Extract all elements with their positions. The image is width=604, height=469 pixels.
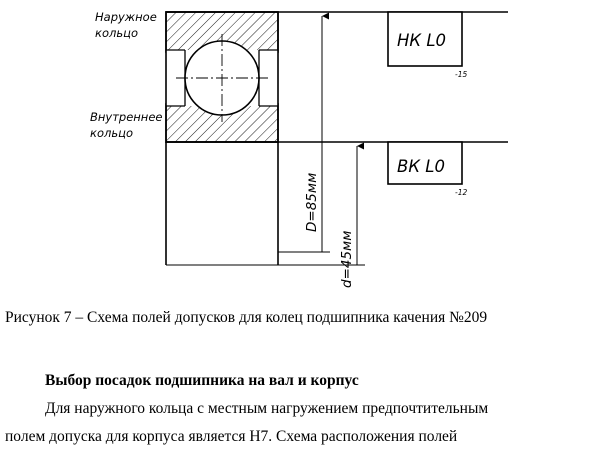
inner-ring-label-line2: кольцо [90,126,133,140]
inner-tolerance-field-label: ВК L0 [397,157,445,176]
bearing-tolerance-drawing: Наружное кольцо Внутреннее кольцо НК L0 … [90,10,508,288]
outer-ring-label-line2: кольцо [95,26,138,40]
section-heading: Выбор посадок подшипника на вал и корпус [45,372,359,389]
outer-diameter-label: D=85мм [304,173,320,232]
outer-deviation-label: -15 [455,70,467,79]
figure-caption: Рисунок 7 – Схема полей допусков для кол… [5,309,488,326]
inner-deviation-label: -12 [455,188,467,197]
inner-tolerance-field-box [387,141,463,185]
outer-tolerance-field-label: НК L0 [397,31,446,50]
inner-diameter-label: d=45мм [339,231,355,288]
paragraph-line-2: полем допуска для корпуса является H7. С… [5,428,458,445]
inner-ring-label-line1: Внутреннее [90,110,162,124]
paragraph-line-1: Для наружного кольца с местным нагружени… [45,400,489,417]
outer-ring-label-line1: Наружное [95,10,157,24]
outer-tolerance-field-box [387,11,463,67]
